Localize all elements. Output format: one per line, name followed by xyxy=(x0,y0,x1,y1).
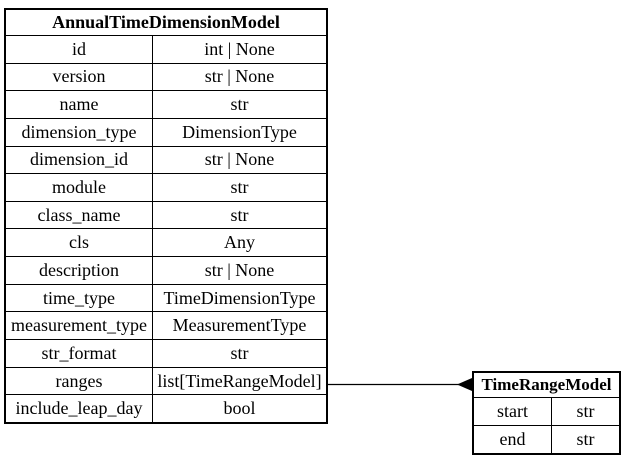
field-type-cell: str xyxy=(230,177,249,198)
field-type-cell: int | None xyxy=(204,38,275,59)
field-name-cell: str_format xyxy=(6,340,153,367)
field-type-cell: str xyxy=(576,429,595,449)
field-row: name str xyxy=(6,90,326,118)
field-name-cell: description xyxy=(6,257,153,284)
field-row: dimension_id str | None xyxy=(6,145,326,174)
field-type-cell: str xyxy=(230,204,249,225)
field-name-cell: module xyxy=(6,174,153,201)
field-row: start str xyxy=(474,397,619,425)
field-type-cell: str | None xyxy=(204,149,275,170)
field-name-cell: version xyxy=(6,63,153,91)
field-type-cell: MeasurementType xyxy=(172,315,307,336)
field-row: ranges list[TimeRangeModel] xyxy=(6,366,326,395)
field-type-cell: bool xyxy=(223,398,256,419)
field-row: end str xyxy=(474,425,619,453)
field-row: version str | None xyxy=(6,62,326,91)
field-row: measurement_type MeasurementType xyxy=(6,311,326,340)
model-table-timerangemodel: TimeRangeModel start str end str xyxy=(472,371,621,455)
field-name-cell: name xyxy=(6,91,153,118)
field-row: class_name str xyxy=(6,200,326,229)
field-type-cell: str xyxy=(230,342,249,363)
field-name-cell: end xyxy=(474,426,552,453)
field-row: id int | None xyxy=(6,35,326,63)
field-name-cell: dimension_id xyxy=(6,146,153,174)
field-name-cell: class_name xyxy=(6,201,153,229)
field-name-cell: include_leap_day xyxy=(6,395,153,422)
field-row: time_type TimeDimensionType xyxy=(6,283,326,312)
field-name-cell: dimension_type xyxy=(6,118,153,146)
field-row: str_format str xyxy=(6,339,326,367)
field-name-cell: cls xyxy=(6,229,153,257)
field-type-cell: str xyxy=(230,94,249,115)
field-row: dimension_type DimensionType xyxy=(6,117,326,146)
field-row: include_leap_day bool xyxy=(6,394,326,422)
model-table-annualtimedimensionmodel: AnnualTimeDimensionModel id int | None v… xyxy=(4,8,328,424)
field-name-cell: ranges xyxy=(6,367,153,395)
field-type-cell: str | None xyxy=(204,66,275,87)
field-row: description str | None xyxy=(6,256,326,284)
field-type-cell: DimensionType xyxy=(182,121,297,142)
field-row: module str xyxy=(6,173,326,201)
model-title: AnnualTimeDimensionModel xyxy=(52,12,280,32)
field-name-cell: start xyxy=(474,398,552,425)
model-title: TimeRangeModel xyxy=(481,375,612,394)
field-name-cell: time_type xyxy=(6,284,153,312)
field-type-cell: str xyxy=(576,401,595,421)
field-type-cell: Any xyxy=(224,232,255,253)
field-type-cell: str | None xyxy=(204,259,275,280)
field-type-cell: list[TimeRangeModel] xyxy=(157,370,322,391)
field-name-cell: measurement_type xyxy=(6,312,153,340)
field-type-cell: TimeDimensionType xyxy=(163,287,316,308)
field-name-cell: id xyxy=(6,36,153,63)
crow-arrowhead-icon xyxy=(457,378,472,391)
field-row: cls Any xyxy=(6,228,326,257)
